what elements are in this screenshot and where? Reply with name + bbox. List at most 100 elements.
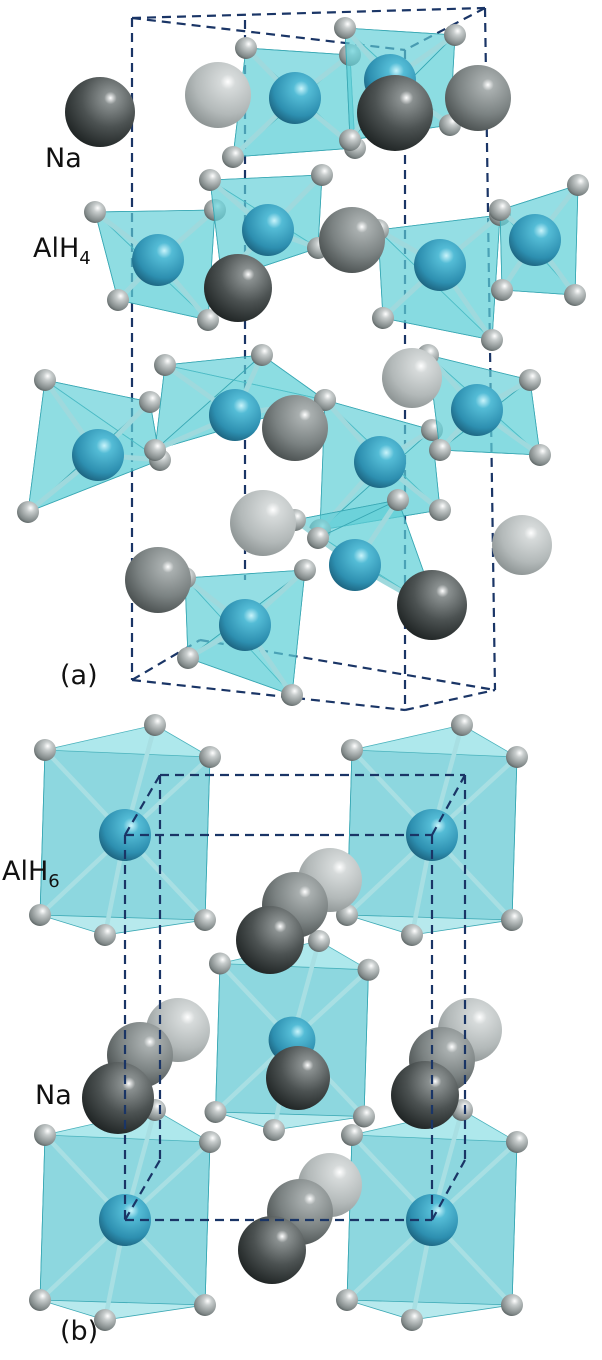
na-atom <box>397 570 467 640</box>
alh4-tetrahedron <box>222 37 366 168</box>
na-atom <box>185 62 251 128</box>
unit-cell-edge <box>124 1159 161 1221</box>
na-atom <box>82 1062 154 1134</box>
al-atom <box>242 204 294 256</box>
alh4-tetrahedron <box>417 344 551 466</box>
al-atom <box>72 429 124 481</box>
na-atom <box>319 207 385 273</box>
na-atom <box>357 75 433 151</box>
panel-a-alh4-tetrahedra <box>17 17 589 706</box>
panel-a-alh4-label: AlH4 <box>33 233 91 269</box>
na-atom <box>391 1061 459 1129</box>
h-atom <box>501 909 523 931</box>
h-atom <box>339 129 361 151</box>
panel-b-na-atoms <box>82 848 502 1284</box>
h-atom <box>199 169 221 191</box>
na-atom <box>445 65 511 131</box>
h-atom <box>29 1289 51 1311</box>
h-atom <box>506 1131 528 1153</box>
h-atom <box>94 924 116 946</box>
h-atom <box>501 1294 523 1316</box>
h-atom <box>372 307 394 329</box>
alh4-tetrahedron <box>174 559 316 706</box>
h-atom <box>294 559 316 581</box>
na-atom <box>492 515 552 575</box>
panel-a-tag: (a) <box>60 660 98 691</box>
h-atom <box>144 439 166 461</box>
panel-b-unit-cell <box>123 773 467 1222</box>
h-atom <box>199 1131 221 1153</box>
h-atom <box>336 1289 358 1311</box>
h-atom <box>444 24 466 46</box>
h-atom <box>194 909 216 931</box>
h-atom <box>251 344 273 366</box>
h-atom <box>94 1309 116 1331</box>
h-atom <box>204 199 226 221</box>
h-atom <box>29 904 51 926</box>
h-atom <box>401 1309 423 1331</box>
al-atom <box>354 436 406 488</box>
h-atom <box>197 309 219 331</box>
h-atom <box>34 739 56 761</box>
h-atom <box>222 146 244 168</box>
alh4-tetrahedron <box>309 389 451 541</box>
al-atom <box>132 234 184 286</box>
h-atom <box>107 289 129 311</box>
h-atom <box>481 329 503 351</box>
h-atom <box>314 389 336 411</box>
al-atom <box>414 239 466 291</box>
h-atom <box>311 164 333 186</box>
na-atom <box>266 1046 330 1110</box>
na-atom <box>65 77 135 147</box>
h-atom <box>139 391 161 413</box>
unit-cell-edge <box>131 639 201 681</box>
alh4-tetrahedron <box>17 369 171 523</box>
h-atom <box>421 419 443 441</box>
alh4-tetrahedron <box>367 204 511 351</box>
h-atom <box>339 44 361 66</box>
unit-cell-edge <box>131 6 486 20</box>
alh6-octahedron <box>336 1099 528 1331</box>
na-atom <box>382 348 442 408</box>
h-atom <box>204 1101 227 1123</box>
unit-cell-edge <box>404 688 496 712</box>
al-atom <box>451 384 503 436</box>
na-atom <box>125 547 191 613</box>
h-atom <box>429 439 451 461</box>
h-atom <box>34 369 56 391</box>
h-atom <box>281 684 303 706</box>
h-atom <box>84 201 106 223</box>
al-atom <box>209 389 261 441</box>
na-atom <box>204 254 272 322</box>
h-atom <box>387 489 409 511</box>
h-atom <box>491 279 513 301</box>
h-atom <box>177 647 199 669</box>
h-atom <box>17 501 39 523</box>
h-atom <box>144 714 166 736</box>
h-atom <box>564 284 586 306</box>
unit-cell-edge <box>431 774 466 836</box>
alh4-tetrahedron <box>84 199 226 331</box>
h-atom <box>529 444 551 466</box>
unit-cell-edge <box>131 678 406 712</box>
h-atom <box>341 739 363 761</box>
h-atom <box>154 354 176 376</box>
h-atom <box>506 746 528 768</box>
h-atom <box>194 1294 216 1316</box>
h-atom <box>263 1119 285 1141</box>
h-atom <box>567 174 589 196</box>
h-atom <box>357 958 380 981</box>
alh4-tetrahedron <box>199 164 333 291</box>
alh6-octahedron <box>204 930 380 1141</box>
unit-cell-edge <box>404 7 486 51</box>
na-atom <box>238 1216 306 1284</box>
al-atom <box>219 599 271 651</box>
panel-b-na-label: Na <box>35 1080 72 1111</box>
unit-cell-edge <box>431 1159 466 1221</box>
al-atom <box>269 72 321 124</box>
na-atom <box>230 490 296 556</box>
panel-b-alh6-label: AlH6 <box>2 856 60 892</box>
alh4-tetrahedron <box>489 174 589 306</box>
h-atom <box>199 746 221 768</box>
